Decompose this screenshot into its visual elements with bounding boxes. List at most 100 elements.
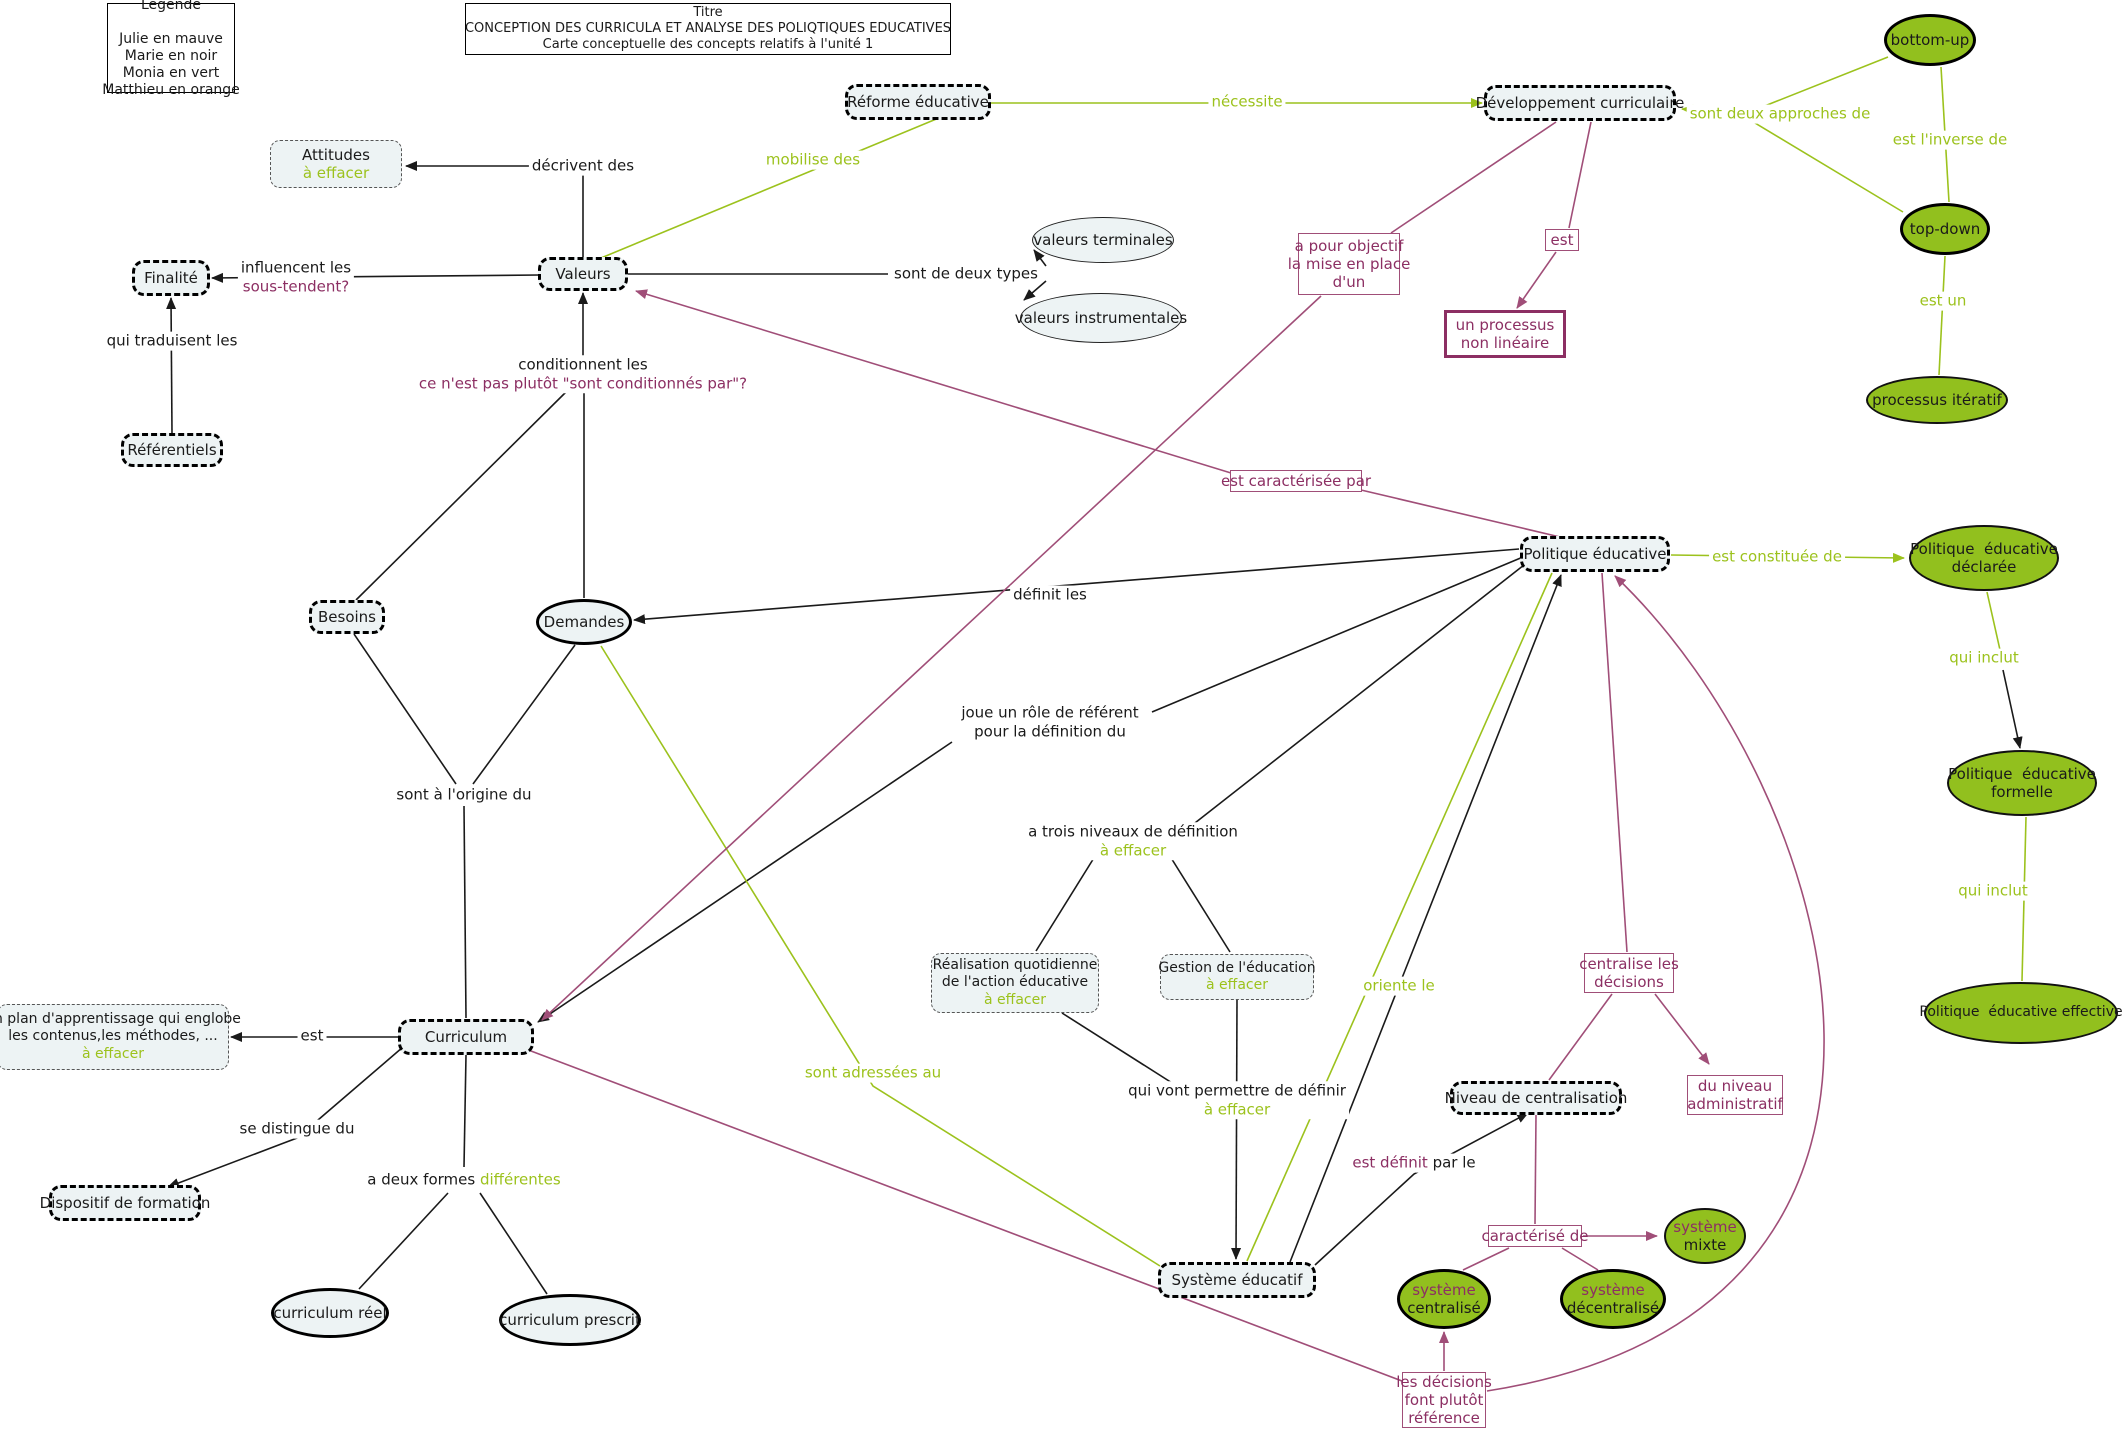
text-line: top-down [1910,220,1980,238]
text-span: processus itératif [1872,390,2002,409]
edge-label-se-distingue-du[interactable]: se distingue du [236,1119,358,1139]
politique-educative-effective[interactable]: Politique éducative effective [1919,982,2123,1044]
text-span: Finalité [144,268,198,287]
processus-iteratif[interactable]: processus itératif [1866,376,2008,424]
developpement-curriculaire[interactable]: Développement curriculaire [1476,85,1684,121]
edge-label-qui-traduisent-les[interactable]: qui traduisent les [103,331,241,351]
valeurs-instrumentales[interactable]: valeurs instrumentales [1015,293,1187,343]
edge-label-mobilise-des[interactable]: mobilise des [762,150,864,170]
politique-educative[interactable]: Politique éducative [1520,536,1670,572]
text-line: les décisions [1396,1373,1492,1391]
edge-line [1246,572,1553,1262]
text-line: Dispositif de formation [40,1194,211,1212]
edge-label-est-definit-par-le[interactable]: est définit par le [1349,1153,1479,1173]
valeurs-terminales[interactable]: valeurs terminales [1032,217,1174,263]
curriculum-prescrit[interactable]: curriculum prescrit [499,1294,641,1346]
edge-label-necessite[interactable]: nécessite [1208,92,1286,112]
edge-label-a-deux-formes[interactable]: a deux formes différentes [364,1170,564,1190]
edge-label-est-lien[interactable]: est [297,1026,327,1046]
edge-label-est-constituee-de[interactable]: est constituée de [1709,547,1845,567]
niveau-de-centralisation[interactable]: Niveau de centralisation [1445,1081,1627,1115]
edge-label-qui-inclut-1[interactable]: qui inclut [1946,648,2022,668]
referentiels[interactable]: Référentiels [121,433,223,467]
est-label-box[interactable]: est [1545,229,1579,251]
text-line: Gestion de l'éducation [1158,960,1315,977]
text-line: sont à l'origine du [396,786,531,805]
text-span: Politique éducative effective [1919,1004,2123,1021]
text-line: Carte conceptuelle des concepts relatifs… [543,37,874,53]
edge-line [1568,121,1592,229]
text-span: décentralisé [1566,1299,1660,1317]
text-line: système [1581,1281,1644,1299]
text-line: Finalité [144,269,198,287]
curriculum-reel[interactable]: curriculum réel [271,1288,389,1338]
edge-line [355,391,567,601]
edge-line [1390,121,1557,234]
caracterise-de[interactable]: caractérisé de [1481,1225,1589,1247]
text-span: système [1412,1280,1476,1299]
finalite[interactable]: Finalité [132,260,210,296]
top-down[interactable]: top-down [1900,203,1990,255]
edge-label-est-un[interactable]: est un [1916,291,1970,311]
text-span: est l'inverse de [1892,130,2008,149]
text-span: a deux formes [367,1170,480,1189]
text-line: Politique éducative [1910,540,2058,558]
text-line: Référentiels [127,441,216,459]
edge-line [405,161,584,257]
systeme-educatif[interactable]: Système éducatif [1158,1262,1316,1298]
edge-label-qui-inclut-2[interactable]: qui inclut [1955,881,2031,901]
text-span: bottom-up [1890,30,1970,49]
edge-label-sont-adressees-au[interactable]: sont adressées au [801,1063,945,1083]
text-span: Gestion de l'éducation [1158,959,1316,976]
text-line: sont de deux types [894,265,1038,284]
est-caracterisee-par[interactable]: est caractérisée par [1221,470,1371,492]
bottom-up[interactable]: bottom-up [1884,14,1976,66]
valeurs[interactable]: Valeurs [538,257,628,291]
edge-label-oriente-le[interactable]: oriente le [1360,976,1438,996]
text-line: Curriculum [425,1028,507,1046]
demandes[interactable]: Demandes [536,599,632,645]
text-span: Titre [693,5,723,21]
edge-label-sont-deux-approches-de[interactable]: sont deux approches de [1686,104,1874,124]
edge-label-sont-a-l-origine-du[interactable]: sont à l'origine du [393,785,535,805]
text-span: centralise les [1579,954,1679,973]
edge-label-definit-les[interactable]: définit les [1010,585,1090,605]
edge-label-est-l-inverse-de[interactable]: est l'inverse de [1889,130,2011,150]
text-span: la mise en place [1287,254,1411,273]
reforme-educative[interactable]: Réforme éducative [845,84,991,120]
text-span: mixte [1683,1236,1727,1254]
text-span: Demandes [543,612,625,631]
text-line: les contenus,les méthodes, ... [8,1028,217,1045]
text-line: CONCEPTION DES CURRICULA ET ANALYSE DES … [465,21,951,37]
edge-label-decrivent-des[interactable]: décrivent des [528,156,638,176]
text-span [169,14,173,30]
dispositif-de-formation[interactable]: Dispositif de formation [40,1185,210,1221]
edge-label-sont-de-deux-types[interactable]: sont de deux types [891,264,1041,284]
besoins[interactable]: Besoins [309,600,385,634]
text-span: top-down [1909,219,1981,238]
text-span: Marie en noir [124,48,218,64]
curriculum[interactable]: Curriculum [398,1019,534,1055]
text-line: décentralisé [1567,1299,1659,1317]
